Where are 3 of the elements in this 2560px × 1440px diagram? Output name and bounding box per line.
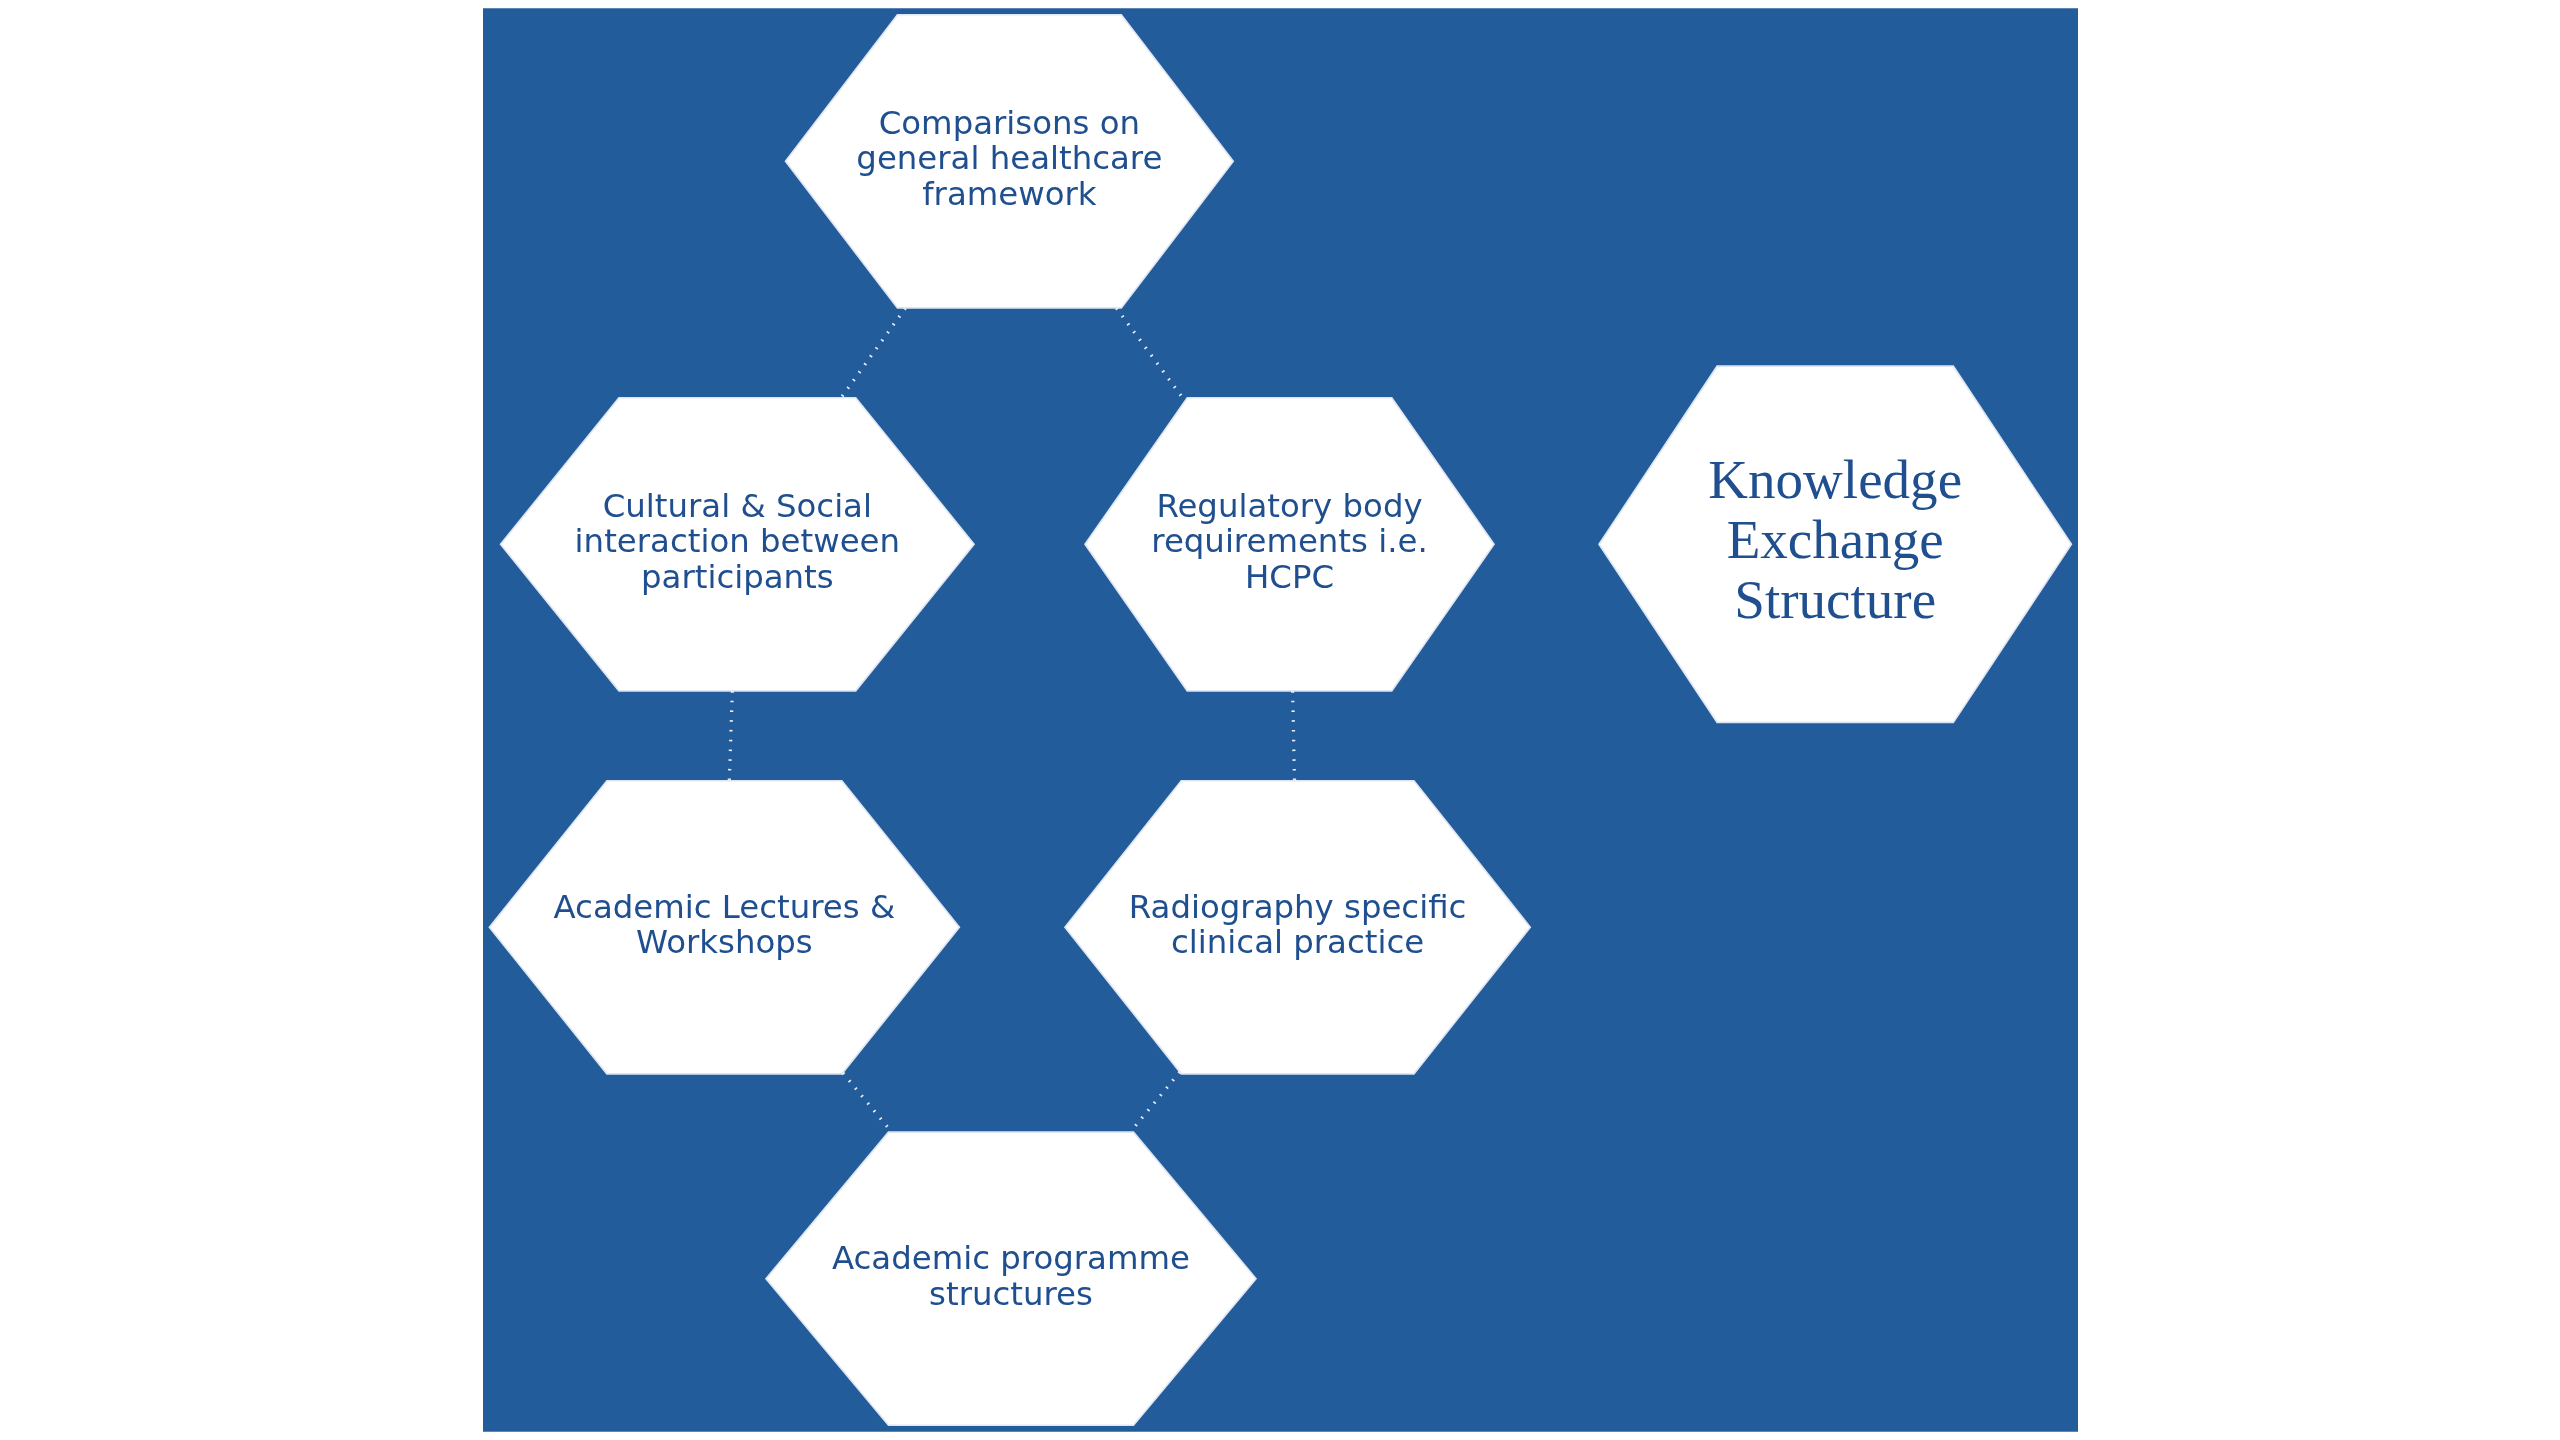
connector [727, 691, 734, 781]
connector [839, 307, 907, 399]
connector [1290, 691, 1296, 781]
